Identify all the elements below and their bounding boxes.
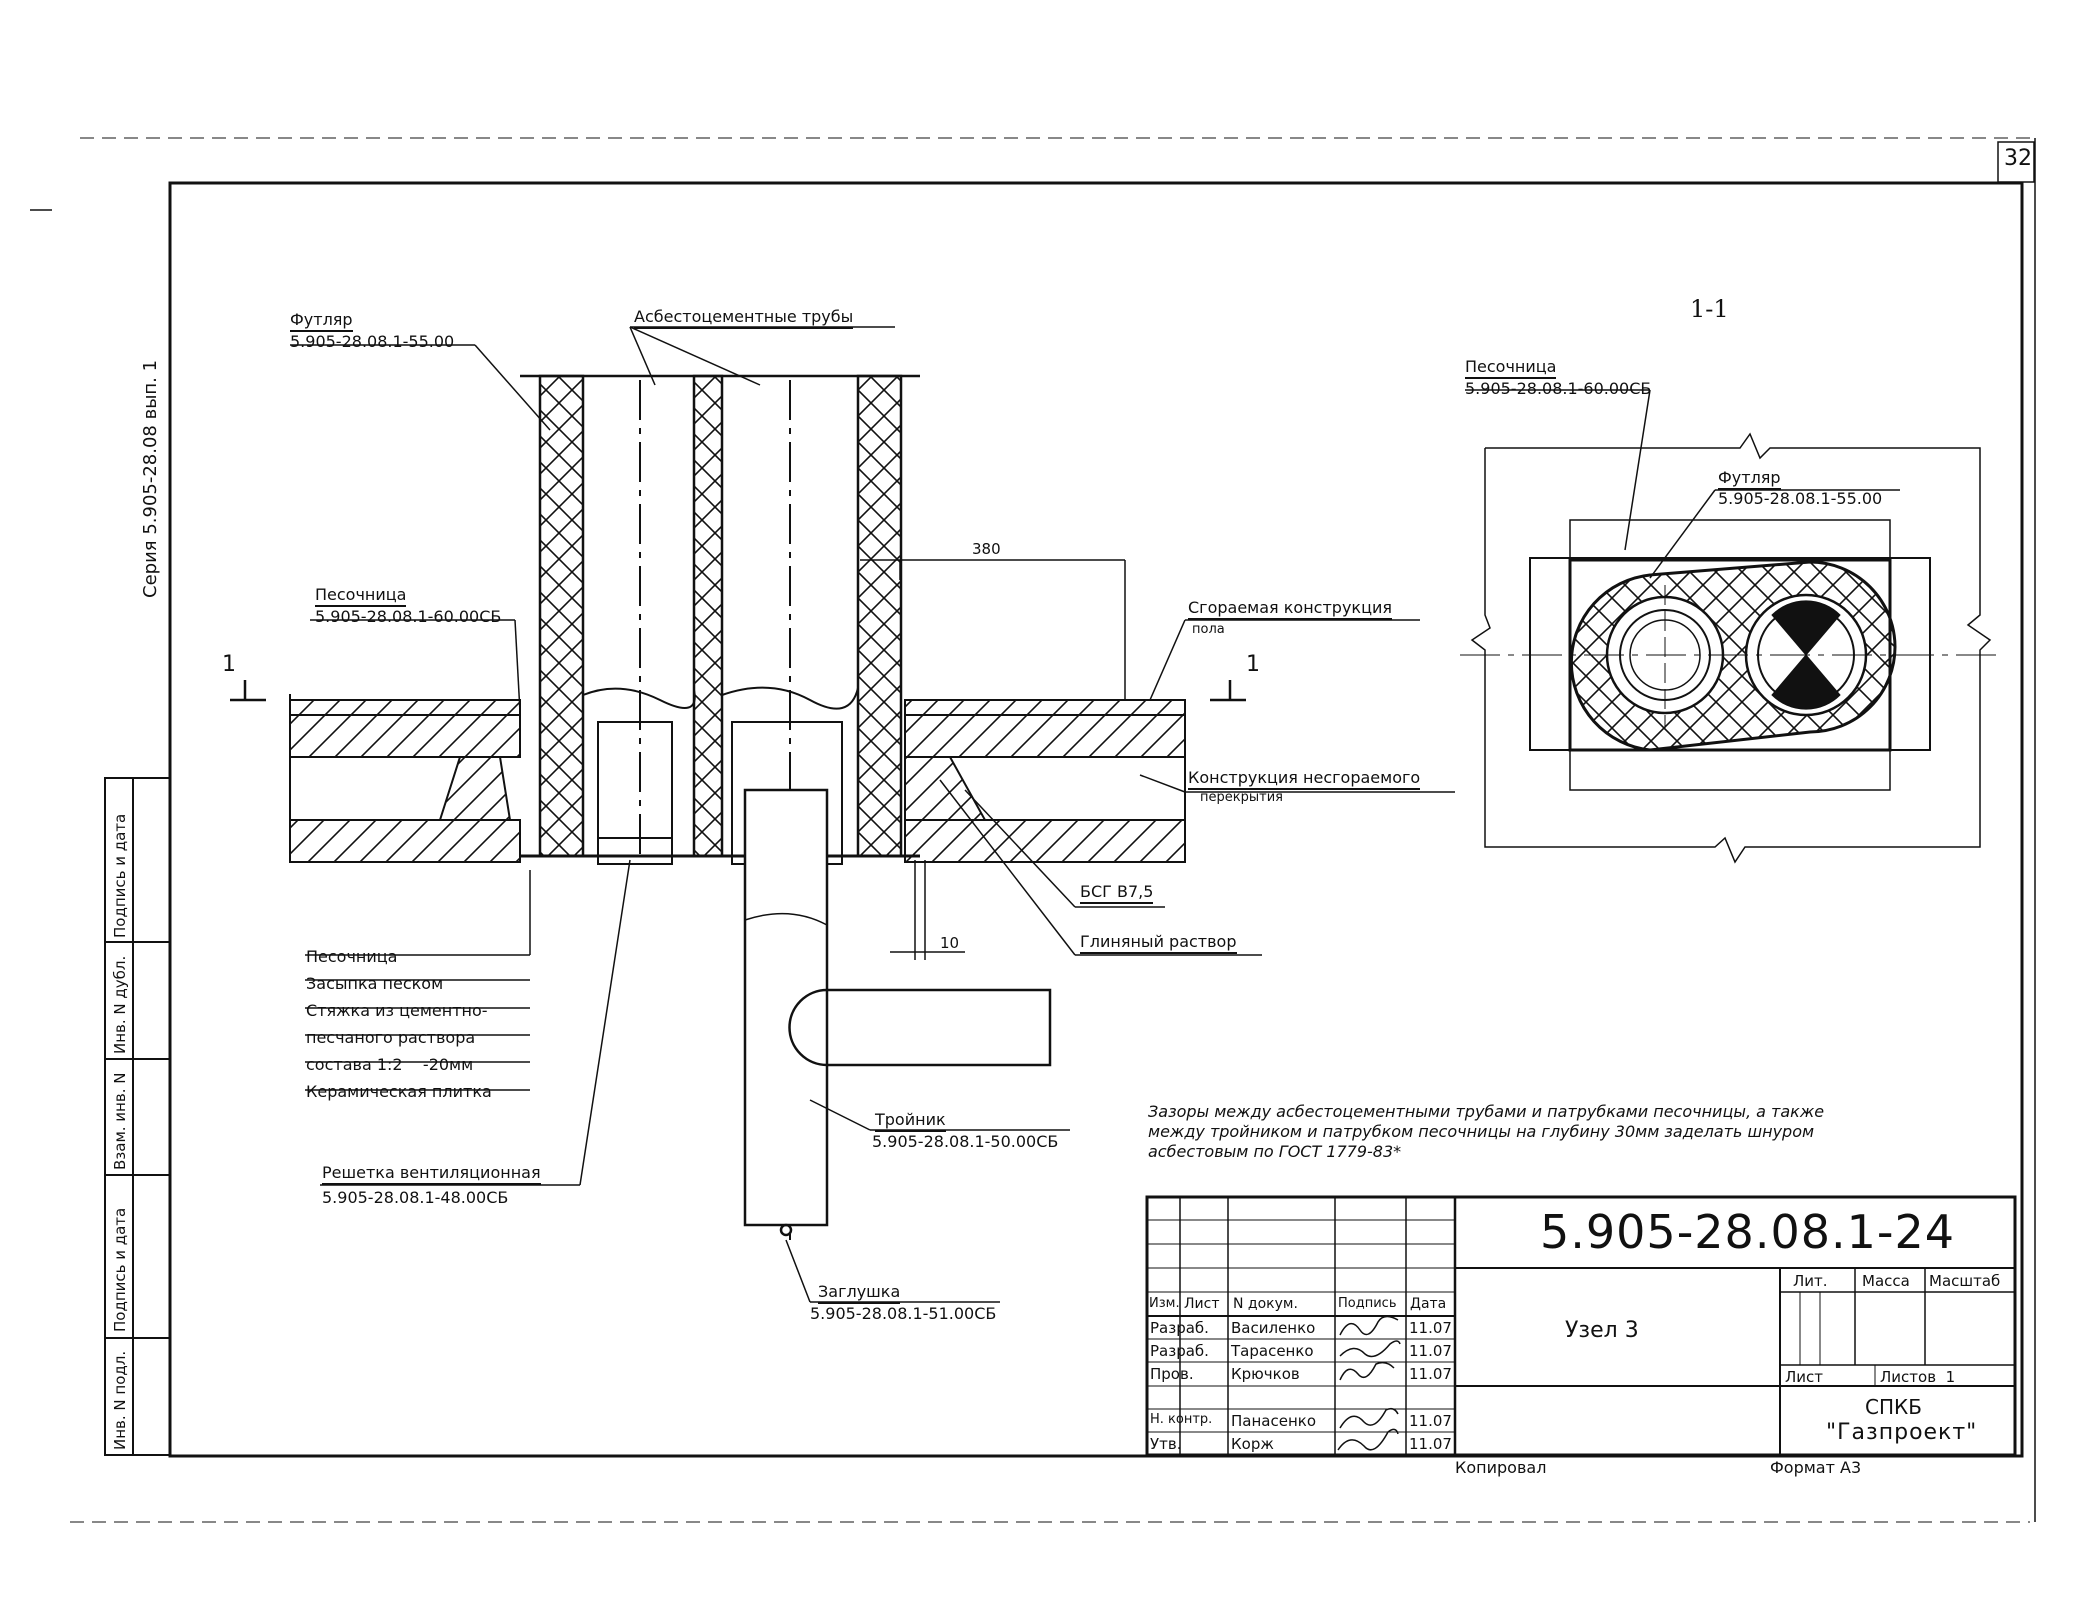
- tb-role: Пров.: [1150, 1365, 1194, 1383]
- tb-role: Разраб.: [1150, 1342, 1209, 1360]
- label-section-futlyar-code: 5.905-28.08.1-55.00: [1718, 489, 1883, 508]
- tee-fitting: [743, 788, 1052, 1237]
- section-mark: 1-1: [1690, 295, 1729, 323]
- label-tee-code: 5.905-28.08.1-50.00СБ: [872, 1132, 1059, 1151]
- dimension-lines: [860, 559, 1126, 960]
- tb-lit: Лит.: [1793, 1272, 1828, 1290]
- tb-person: Крючков: [1231, 1365, 1300, 1383]
- floor-slab: [289, 694, 1186, 863]
- section-1-1: [1460, 389, 2000, 864]
- tb-person: Тарасенко: [1231, 1342, 1314, 1360]
- copied-label: Копировал: [1455, 1458, 1547, 1477]
- side-stamp-grid: [104, 777, 171, 1456]
- tb-header: Изм.: [1149, 1296, 1180, 1311]
- label-pesochnitsa-top-code: 5.905-28.08.1-60.00СБ: [315, 607, 502, 626]
- tb-mass: Масса: [1862, 1272, 1910, 1290]
- label-futlyar-code: 5.905-28.08.1-55.00: [290, 332, 455, 351]
- label-bsg: БСГ В7,5: [1080, 882, 1154, 904]
- layer-item: Засыпка песком: [306, 974, 444, 993]
- tb-listov: Листов 1: [1880, 1368, 1956, 1386]
- layer-item: Стяжка из цементно-: [306, 1001, 488, 1020]
- label-section-futlyar: Футляр: [1718, 468, 1781, 490]
- tb-person: Василенко: [1231, 1319, 1316, 1337]
- tb-header: Подпись: [1338, 1296, 1397, 1311]
- side-stamp-label: Инв. N дубл.: [111, 955, 129, 1054]
- layer-item: состава 1:2 -20мм: [306, 1055, 474, 1074]
- label-plug-code: 5.905-28.08.1-51.00СБ: [810, 1304, 997, 1323]
- label-section-pesochnitsa-code: 5.905-28.08.1-60.00СБ: [1465, 379, 1652, 398]
- title-block-grid: [1145, 1195, 2017, 1457]
- tb-header: Дата: [1410, 1296, 1447, 1312]
- tb-date: 11.07: [1409, 1412, 1452, 1430]
- layer-item: Песочница: [306, 947, 398, 966]
- tb-date: 11.07: [1409, 1435, 1452, 1453]
- label-grille-code: 5.905-28.08.1-48.00СБ: [322, 1188, 509, 1207]
- tb-date: 11.07: [1409, 1319, 1452, 1337]
- label-section-pesochnitsa: Песочница: [1465, 357, 1557, 379]
- label-grille: Решетка вентиляционная: [322, 1163, 541, 1185]
- note-line: между тройником и патрубком песочницы на…: [1148, 1122, 1815, 1141]
- designation: 5.905-28.08.1-24: [1540, 1205, 1955, 1259]
- signature-marks: [1337, 1315, 1401, 1451]
- tb-role: Разраб.: [1150, 1319, 1209, 1337]
- tb-person: Корж: [1231, 1435, 1274, 1453]
- label-noncombustible-sub: перекрытия: [1200, 790, 1283, 805]
- tb-date: 11.07: [1409, 1365, 1452, 1383]
- layer-item: Керамическая плитка: [306, 1082, 492, 1101]
- label-tee: Тройник: [875, 1110, 946, 1132]
- format-label: Формат А3: [1770, 1458, 1862, 1477]
- series-stamp: Серия 5.905-28.08 вып. 1: [140, 359, 161, 598]
- tb-date: 11.07: [1409, 1342, 1452, 1360]
- cut-marker-left: 1: [222, 652, 236, 677]
- label-combustible-sub: пола: [1192, 622, 1225, 637]
- tb-header: Лист: [1184, 1296, 1220, 1312]
- side-stamp-label: Взам. инв. N: [111, 1072, 129, 1170]
- label-futlyar: Футляр: [290, 310, 353, 332]
- layer-item: песчаного раствора: [306, 1028, 476, 1047]
- tb-header: N докум.: [1233, 1296, 1298, 1312]
- side-stamp-label: Подпись и дата: [111, 813, 129, 938]
- side-stamp-label: Подпись и дата: [111, 1207, 129, 1332]
- tb-person: Панасенко: [1231, 1412, 1316, 1430]
- section-cut-markers: [230, 680, 1246, 702]
- sheet-number: 32: [2004, 146, 2032, 171]
- label-combustible: Сгораемая конструкция: [1188, 598, 1392, 620]
- org-name: СПКБ: [1865, 1395, 1922, 1419]
- label-clay: Глиняный раствор: [1080, 932, 1237, 954]
- cut-marker-right: 1: [1246, 652, 1260, 677]
- dimension-10: 10: [940, 934, 960, 952]
- org-name-2: "Газпроект": [1826, 1420, 1978, 1445]
- tb-role: Утв.: [1150, 1435, 1182, 1453]
- dimension-380: 380: [972, 540, 1001, 558]
- label-plug: Заглушка: [818, 1282, 901, 1304]
- note-line: асбестовым по ГОСТ 1779-83*: [1148, 1142, 1402, 1161]
- label-asbestos-pipes: Асбестоцементные трубы: [634, 307, 854, 329]
- label-noncombustible: Конструкция несгораемого: [1188, 768, 1421, 790]
- label-pesochnitsa-top: Песочница: [315, 585, 407, 607]
- tb-list: Лист: [1785, 1368, 1824, 1386]
- drawing-name: Узел 3: [1565, 1318, 1639, 1343]
- side-stamp-label: Инв. N подл.: [111, 1350, 129, 1450]
- note-line: Зазоры между асбестоцементными трубами и…: [1148, 1102, 1825, 1121]
- tb-scale: Масштаб: [1929, 1272, 2001, 1290]
- casing-walls: [520, 374, 920, 858]
- tb-role: Н. контр.: [1150, 1412, 1213, 1427]
